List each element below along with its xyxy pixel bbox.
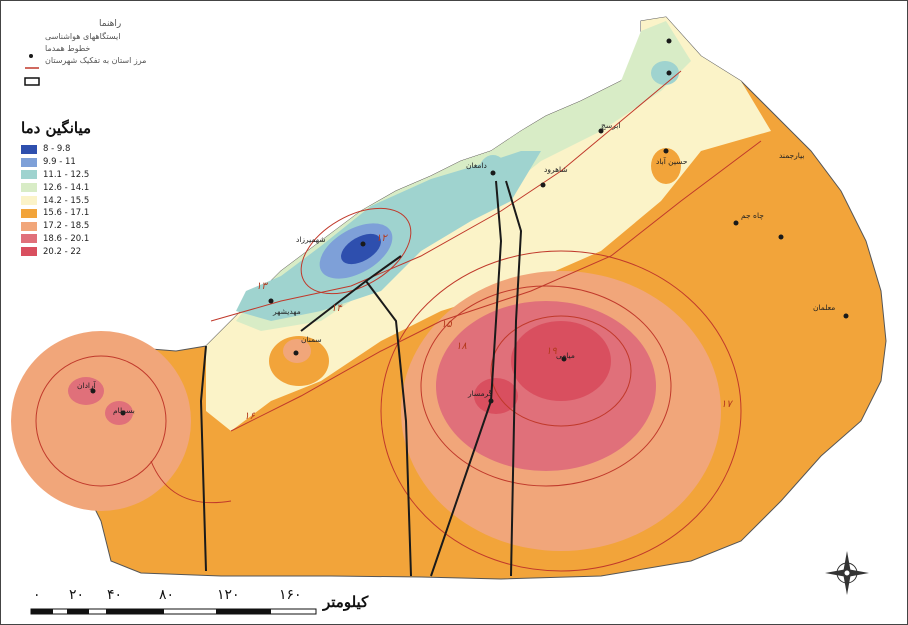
compass-rose-icon bbox=[825, 551, 869, 595]
isotherm-lines bbox=[35, 70, 762, 572]
class-label: 18.6 - 20.1 bbox=[43, 233, 90, 244]
temperature-class: 20.2 - 22 bbox=[21, 245, 89, 258]
class-swatch bbox=[21, 157, 37, 167]
class-swatch bbox=[21, 196, 37, 206]
legend-station: ایستگاههای هواشناسی bbox=[45, 32, 121, 41]
legend-boundary: مرز استان به تفکیک شهرستان bbox=[45, 56, 147, 65]
scale-tick-0: ۰ bbox=[33, 587, 41, 603]
temperature-class: 9.9 - 11 bbox=[21, 156, 89, 169]
scale-tick-160: ۱۶۰ bbox=[279, 587, 302, 603]
west-hot2 bbox=[105, 401, 133, 425]
scale-tick-120: ۱۲۰ bbox=[217, 587, 240, 603]
class-label: 15.6 - 17.1 bbox=[43, 208, 90, 219]
isotherm-label: ۱۸ bbox=[456, 341, 467, 352]
map-legend: راهنما ایستگاههای هواشناسی خطوط همدما مر… bbox=[19, 19, 279, 67]
isotherm-label: ۱۵ bbox=[441, 319, 452, 330]
temperature-class: 12.6 - 14.1 bbox=[21, 181, 89, 194]
scale-bar bbox=[30, 608, 317, 615]
place-label: معلمان bbox=[813, 303, 836, 312]
place-label: حسین آباد bbox=[656, 157, 688, 166]
place-label: مهدیشهر bbox=[273, 307, 301, 316]
zone-8 bbox=[341, 233, 381, 265]
place-label: دامغان bbox=[466, 161, 487, 170]
class-swatch bbox=[21, 170, 37, 180]
place-label: ابرسج bbox=[601, 121, 621, 130]
class-swatch bbox=[21, 221, 37, 231]
temperature-legend-title: میانگین دما bbox=[21, 119, 92, 137]
temperature-class: 17.2 - 18.5 bbox=[21, 220, 89, 233]
scale-tick-80: ۸۰ bbox=[159, 587, 175, 603]
class-swatch bbox=[21, 234, 37, 244]
class-label: 9.9 - 11 bbox=[43, 157, 76, 168]
class-label: 8 - 9.8 bbox=[43, 144, 71, 155]
isotherm-label: ۱۲ bbox=[376, 233, 387, 244]
legend-isotherm: خطوط همدما bbox=[45, 44, 91, 53]
class-swatch bbox=[21, 208, 37, 218]
scale-unit: کیلومتر bbox=[323, 593, 369, 611]
isotherm-label: ۱۷ bbox=[721, 399, 732, 410]
place-label: آرادان bbox=[77, 381, 96, 390]
temperature-class: 18.6 - 20.1 bbox=[21, 233, 89, 246]
place-label: گرمسار bbox=[468, 389, 493, 398]
boundary-legend-icon bbox=[24, 77, 40, 86]
place-label: شهمیرزاد bbox=[296, 235, 326, 244]
class-label: 14.2 - 15.5 bbox=[43, 195, 90, 206]
east-warm bbox=[651, 148, 681, 184]
temperature-class: 14.2 - 15.5 bbox=[21, 194, 89, 207]
temperature-class: 15.6 - 17.1 bbox=[21, 207, 89, 220]
place-label: چاه جم bbox=[741, 211, 764, 220]
station-legend-icon bbox=[29, 54, 33, 58]
zone-14 bbox=[206, 17, 771, 431]
class-label: 20.2 - 22 bbox=[43, 246, 82, 257]
class-swatch bbox=[21, 144, 37, 154]
place-label: بیارجمند bbox=[779, 151, 805, 160]
stations bbox=[90, 38, 849, 416]
class-label: 11.1 - 12.5 bbox=[43, 169, 90, 180]
zone-20 bbox=[511, 321, 611, 401]
class-swatch bbox=[21, 247, 37, 257]
scale-tick-20: ۲۰ bbox=[69, 587, 85, 603]
class-label: 17.2 - 18.5 bbox=[43, 221, 90, 232]
place-label: میامی bbox=[556, 351, 575, 360]
west-hot bbox=[68, 377, 104, 405]
isotherm-label: ۱۶ bbox=[244, 411, 255, 422]
temperature-class: 8 - 9.8 bbox=[21, 143, 89, 156]
isotherm-label: ۱۹ bbox=[546, 346, 557, 357]
zone-20b bbox=[474, 378, 518, 414]
place-label: سمنان bbox=[301, 335, 322, 344]
west-warm bbox=[11, 331, 191, 511]
north-blob bbox=[651, 61, 679, 85]
county-boundaries bbox=[199, 180, 523, 577]
isotherm-label: ۱۴ bbox=[331, 303, 342, 314]
isotherm-label: ۱۳ bbox=[256, 281, 267, 292]
scale-tick-40: ۴۰ bbox=[107, 587, 123, 603]
place-label: شاهرود bbox=[544, 165, 568, 174]
legend-title: راهنما bbox=[99, 19, 122, 29]
place-label: بسطام bbox=[113, 406, 135, 415]
scale-labels: ۰ ۲۰ ۴۰ ۸۰ ۱۲۰ ۱۶۰ bbox=[21, 587, 341, 607]
temperature-class: 11.1 - 12.5 bbox=[21, 169, 89, 182]
class-swatch bbox=[21, 183, 37, 193]
class-label: 12.6 - 14.1 bbox=[43, 182, 90, 193]
